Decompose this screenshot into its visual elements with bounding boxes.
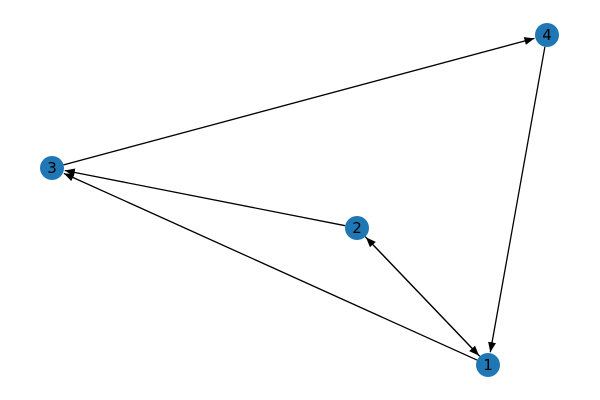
node-4[interactable]: 4 xyxy=(535,23,559,47)
edge-2-to-3 xyxy=(64,168,346,227)
node-label: 2 xyxy=(352,219,362,237)
edge-4-to-1 xyxy=(488,46,546,353)
node-label: 3 xyxy=(47,159,57,177)
edge-1-to-2 xyxy=(365,236,481,357)
node-3[interactable]: 3 xyxy=(40,156,64,180)
nodes-layer: 1 2 3 4 xyxy=(40,23,559,377)
node-label: 4 xyxy=(542,26,552,44)
node-1[interactable]: 1 xyxy=(476,353,500,377)
node-circle xyxy=(345,216,369,240)
node-circle xyxy=(40,156,64,180)
node-circle xyxy=(535,23,559,47)
node-circle xyxy=(476,353,500,377)
edge-3-to-4 xyxy=(63,37,535,166)
node-label: 1 xyxy=(483,356,493,374)
node-2[interactable]: 2 xyxy=(345,216,369,240)
edge-1-to-3 xyxy=(63,172,478,361)
edges-layer xyxy=(63,37,546,361)
